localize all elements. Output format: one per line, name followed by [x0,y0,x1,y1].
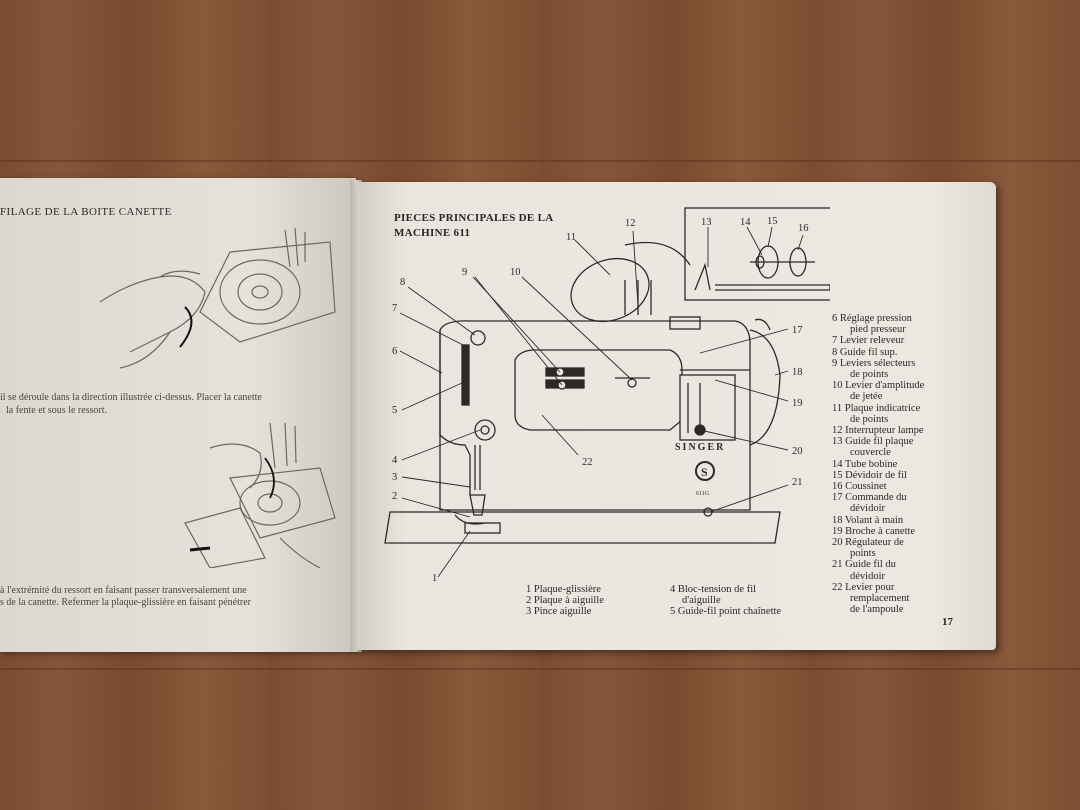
legend-line: couvercle [850,447,891,459]
left-page-heading: FILAGE DE LA BOITE CANETTE [0,206,172,218]
page-number: 17 [942,616,953,628]
wood-seam [0,160,1080,162]
left-paragraph-2-line-1: à l'extrémité du ressort en faisant pass… [0,585,247,596]
legend-line: remplacement [850,593,910,605]
page-title-line-2: MACHINE 611 [394,227,471,239]
right-page [356,182,996,650]
callout-5: 5 [392,405,397,416]
legend-item: 2 Plaque à aiguille [526,595,604,606]
legend-line: 18 Volant à main [832,514,904,526]
legend-item: 5 Guide-fil point chaînette [670,606,782,617]
legend-line: dévidoir [850,503,885,515]
legend-line: 17 Commande du [832,492,907,504]
callout-1: 1 [432,573,437,584]
callout-11: 11 [566,232,576,243]
callout-6: 6 [392,346,397,357]
callout-20: 20 [792,446,803,457]
page-title-line-1: PIECES PRINCIPALES DE LA [394,212,554,224]
callout-19: 19 [792,398,803,409]
callout-13: 13 [701,217,712,228]
callout-22: 22 [582,457,593,468]
legend-line: 13 Guide fil plaque [832,436,914,448]
legend-line: points [850,548,876,560]
parts-legend-bottom-col1: 1 Plaque-glissière 2 Plaque à aiguille 3… [526,584,604,617]
legend-item: 4 Bloc-tension de fil [670,584,757,595]
bobbin-case-illustration-top [99,227,336,369]
legend-line: 11 Plaque indicatrice [832,402,921,414]
legend-line: 20 Régulateur de [832,537,904,549]
left-page [0,178,356,652]
legend-line: 22 Levier pour [832,581,895,593]
model-mark: 611G [696,491,710,497]
callout-3: 3 [392,472,397,483]
singer-logo [695,461,715,481]
legend-line: de points [850,413,889,425]
left-paragraph-2-line-2: s de la canette. Refermer la plaque-glis… [0,597,251,608]
legend-line: 9 Leviers sélecteurs [832,357,916,369]
parts-legend-bottom-col2: 4 Bloc-tension de fil d'aiguille 5 Guide… [670,584,781,617]
brand-name: SINGER [675,442,725,453]
sewing-machine-diagram: SINGER S 611G 1 2 3 4 5 6 7 8 [384,207,830,584]
callout-17: 17 [792,325,803,336]
legend-line: 14 Tube bobine [832,458,898,470]
left-paragraph-1-line-1: il se déroule dans la direction illustré… [0,392,262,403]
legend-line: 21 Guide fil du [832,559,896,571]
legend-line: dévidoir [850,570,885,582]
callout-10: 10 [510,267,521,278]
callout-15: 15 [767,216,778,227]
legend-line: 10 Levier d'amplitude [832,380,925,392]
legend-line: de jetée [850,391,883,403]
spool-detail-inset [684,207,830,301]
legend-line: 6 Réglage pression [832,313,912,324]
callout-8: 8 [400,277,405,288]
legend-line: pied presseur [850,324,906,336]
legend-line: 7 Levier releveur [832,335,905,347]
bobbin-case-illustration-bottom [184,422,336,568]
callout-16: 16 [798,223,809,234]
legend-item: d'aiguille [682,595,721,606]
left-paragraph-1-line-2: la fente et sous le ressort. [6,405,108,416]
legend-line: 15 Dévidoir de fil [832,469,907,481]
callout-18: 18 [792,367,803,378]
callout-21: 21 [792,477,803,488]
callout-7: 7 [392,303,397,314]
legend-line: 8 Guide fil sup. [832,346,898,358]
legend-line: 16 Coussinet [832,481,887,493]
logo-letter: S [701,465,708,479]
legend-item: 3 Pince aiguille [526,606,592,617]
legend-line: 12 Interrupteur lampe [832,425,924,437]
callout-14: 14 [740,217,751,228]
wood-seam [0,668,1080,670]
callout-2: 2 [392,491,397,502]
legend-line: de l'ampoule [850,604,904,616]
legend-line: 19 Broche à canette [832,525,916,537]
legend-item: 1 Plaque-glissière [526,584,601,595]
callout-12: 12 [625,218,636,229]
callout-4: 4 [392,455,398,466]
legend-line: de points [850,369,889,381]
callout-9: 9 [462,267,467,278]
